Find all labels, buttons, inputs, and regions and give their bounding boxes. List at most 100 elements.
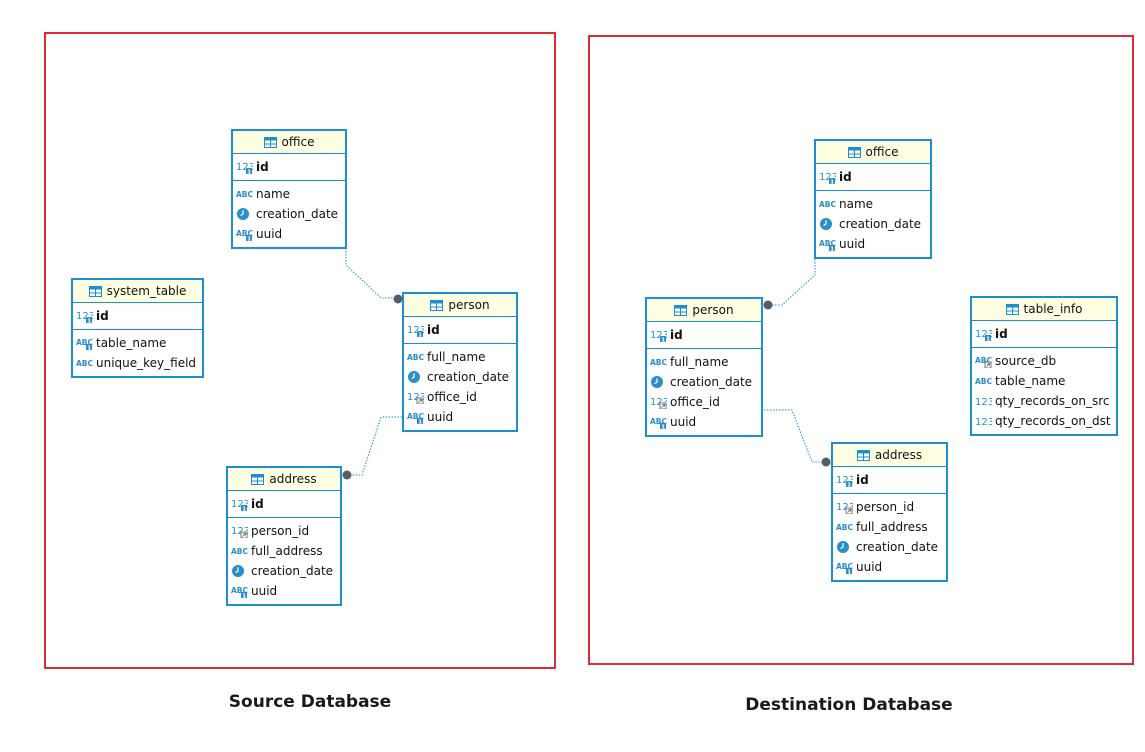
column-row[interactable]: creation_date <box>816 214 930 234</box>
svg-text:ABC: ABC <box>650 358 667 367</box>
column-name: creation_date <box>839 217 922 231</box>
column-row[interactable]: creation_date <box>228 561 340 581</box>
numeric-fk-icon: 123 <box>836 500 853 514</box>
svg-text:123: 123 <box>975 329 992 340</box>
column-name: source_db <box>995 354 1057 368</box>
column-name: creation_date <box>856 540 939 554</box>
table-header[interactable]: person <box>647 299 761 322</box>
destination-database-caption: Destination Database <box>745 695 953 715</box>
table-header[interactable]: office <box>816 141 930 164</box>
table-icon <box>263 136 277 148</box>
svg-text:1: 1 <box>661 337 665 342</box>
column-name: id <box>256 160 269 174</box>
table-header[interactable]: office <box>233 131 345 154</box>
column-name: id <box>427 323 440 337</box>
svg-text:123: 123 <box>975 397 992 408</box>
table-name: person <box>692 303 734 317</box>
column-name: name <box>256 187 291 201</box>
clock-icon <box>650 375 667 389</box>
table-header[interactable]: table_info <box>972 298 1116 321</box>
column-row[interactable]: creation_date <box>404 367 516 387</box>
table-name: table_info <box>1023 302 1083 316</box>
table-header[interactable]: system_table <box>73 280 202 303</box>
column-name: office_id <box>670 395 720 409</box>
table-name: address <box>874 448 923 462</box>
svg-text:ABC: ABC <box>231 586 248 595</box>
table-icon <box>88 285 102 297</box>
numeric-fk-icon: 123 <box>650 395 667 409</box>
source-database-frame <box>44 32 556 669</box>
table-name: person <box>448 298 490 312</box>
text-icon: ABC <box>819 197 836 211</box>
svg-text:123: 123 <box>407 325 424 336</box>
column-row[interactable]: creation_date <box>233 204 345 224</box>
svg-text:1: 1 <box>847 482 851 487</box>
svg-text:1: 1 <box>242 593 246 598</box>
column-name: id <box>670 328 683 342</box>
table-header[interactable]: address <box>228 468 340 491</box>
svg-text:123: 123 <box>650 397 667 408</box>
text-icon: ABC <box>231 544 248 558</box>
table-icon <box>251 473 265 485</box>
svg-text:ABC: ABC <box>836 562 853 571</box>
table-header[interactable]: person <box>404 294 516 317</box>
column-name: full_address <box>856 520 928 534</box>
table-header[interactable]: address <box>833 444 946 467</box>
column-name: qty_records_on_src <box>995 394 1110 408</box>
column-row[interactable]: creation_date <box>833 537 946 557</box>
column-name: full_name <box>670 355 729 369</box>
column-name: uuid <box>427 410 454 424</box>
column-row[interactable]: creation_date <box>647 372 761 392</box>
